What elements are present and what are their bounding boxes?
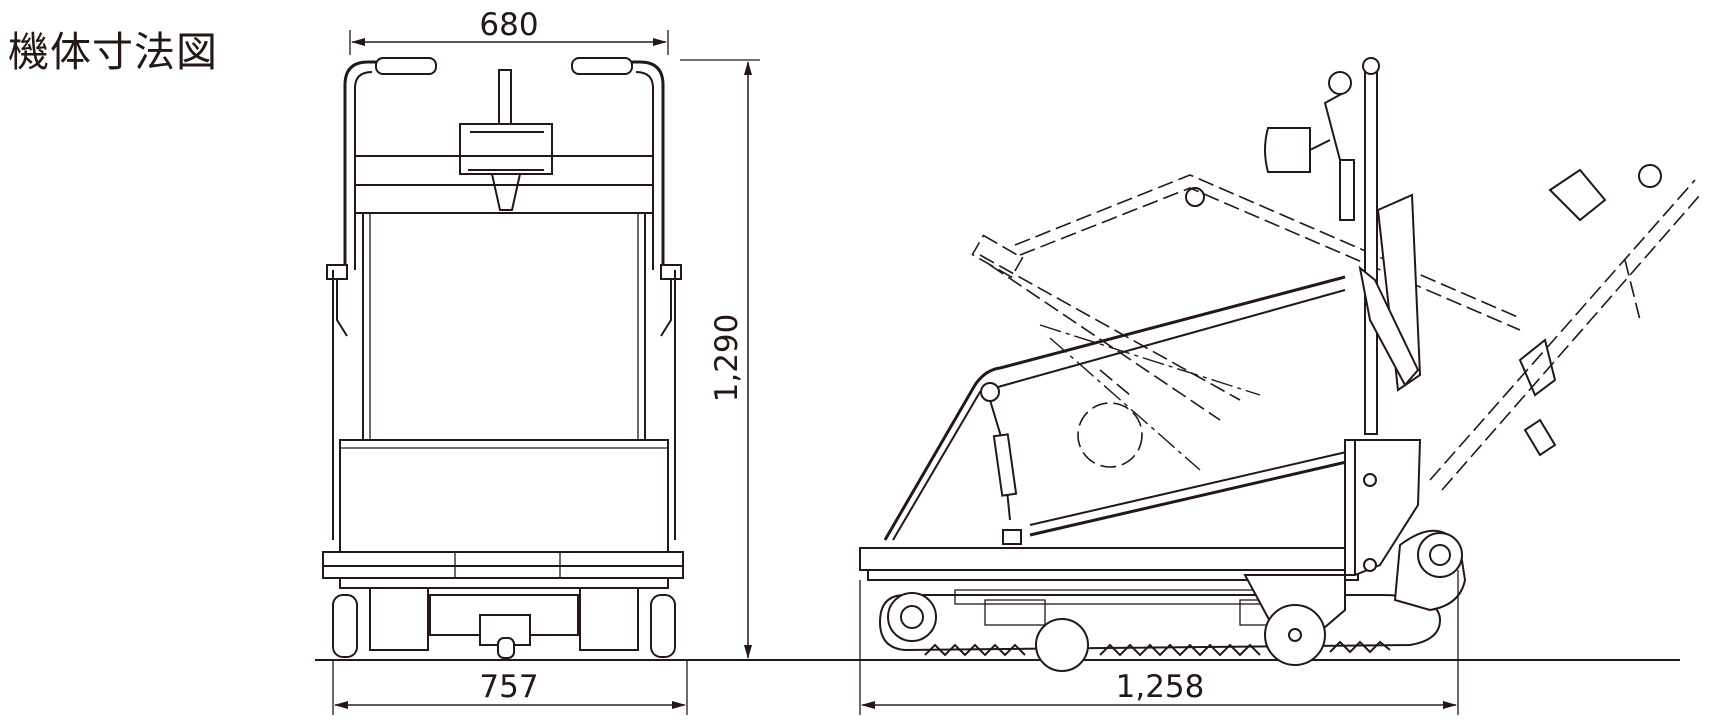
page-title: 機体寸法図 bbox=[8, 28, 218, 76]
front-view bbox=[322, 57, 684, 659]
dim-label-757: 757 bbox=[479, 669, 538, 705]
side-view bbox=[859, 57, 1701, 672]
dim-680: 680 bbox=[349, 7, 669, 55]
dim-label-680: 680 bbox=[479, 7, 538, 43]
dim-1290: 1,290 bbox=[680, 59, 760, 659]
dim-1258: 1,258 bbox=[859, 570, 1459, 715]
dim-757: 757 bbox=[332, 660, 688, 715]
dim-label-1258: 1,258 bbox=[1116, 669, 1205, 705]
dim-label-1290: 1,290 bbox=[709, 314, 745, 403]
